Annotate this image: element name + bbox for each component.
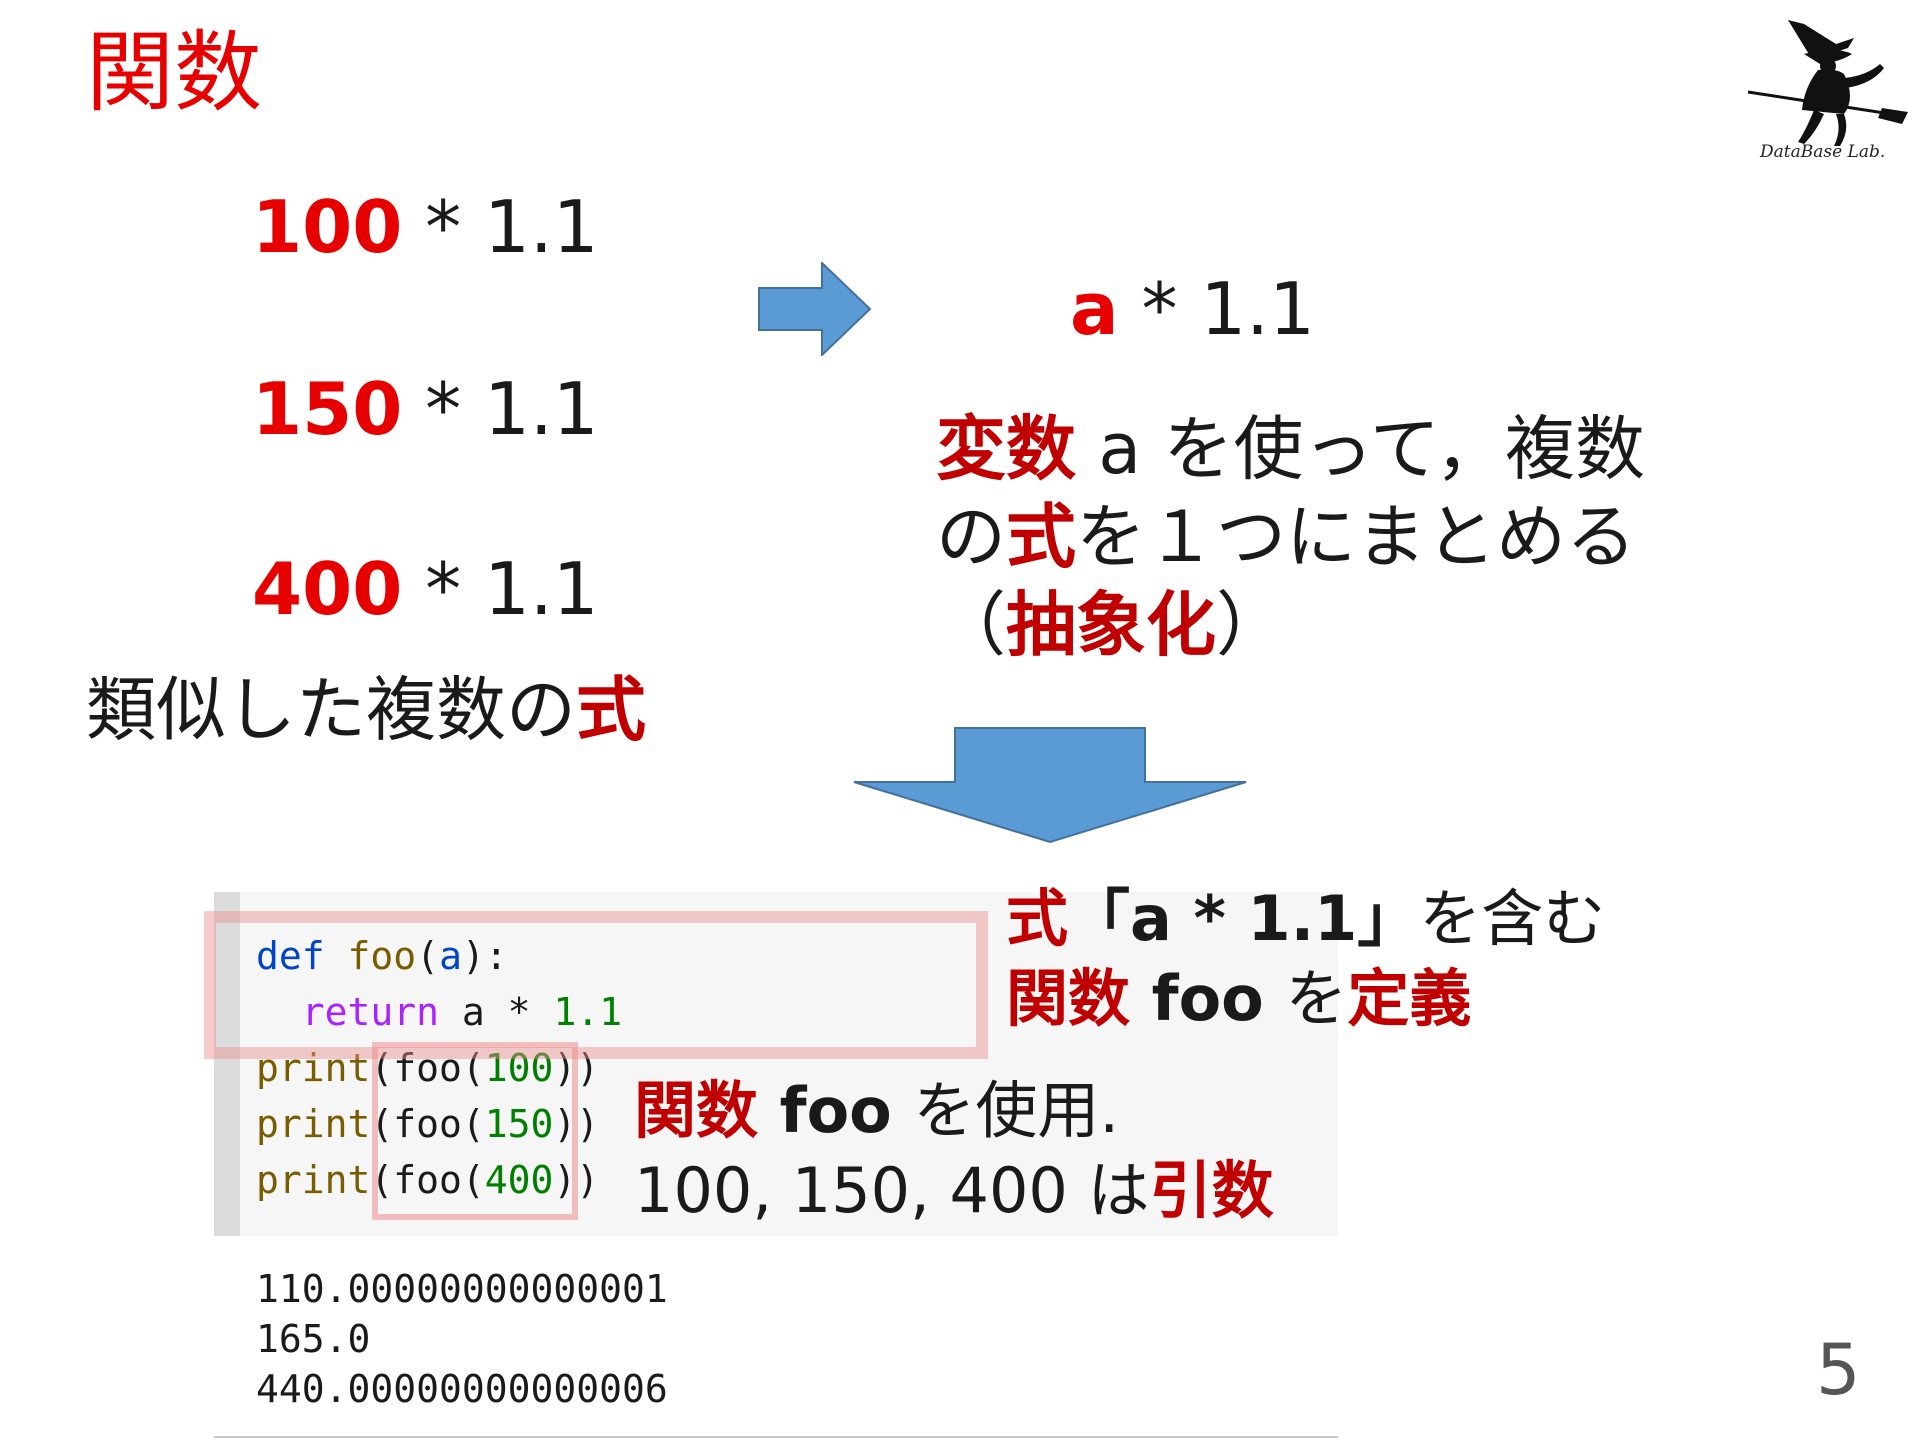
builtin-print: print [256,1158,371,1202]
note-define-function: 関数 foo を定義 [1006,960,1471,1038]
parameter-a: a [439,934,462,978]
abstraction-description-line1: 変数 a を使って，複数 [936,405,1645,493]
output-line: 165.0 [256,1317,371,1361]
down-arrow-icon [853,727,1247,844]
abstraction-description-line3: （抽象化） [936,581,1286,669]
expression-number: 100 [252,185,403,269]
code-text: a * [439,990,554,1034]
slide-title: 関数 [86,21,263,124]
code-number: 1.1 [553,990,623,1034]
expression-100: 100 * 1.1 [252,182,599,272]
code-cell[interactable] [214,892,1338,1236]
paren-close: ） [1216,584,1286,666]
builtin-print: print [256,1046,371,1090]
code-paren: ): [461,934,508,978]
term-expression: 式 [1006,882,1069,955]
expression-400: 400 * 1.1 [252,544,599,634]
caption-highlight: 式 [576,669,646,751]
term-function: 関数 [1006,962,1131,1035]
page-number: 5 [1816,1329,1861,1411]
output-line: 440.00000000000006 [256,1367,668,1411]
code-text: (foo( [370,1158,485,1202]
description-text: を１つにまとめる [1076,496,1636,578]
term-abstraction: 抽象化 [1006,584,1216,666]
function-name: foo [758,1074,914,1147]
function-name: foo [347,934,417,978]
note-text: を含む [1419,882,1606,955]
code-argument: 400 [484,1158,554,1202]
keyword-def: def [256,934,325,978]
expression-number: 400 [252,547,403,631]
variable-a: a [1070,267,1119,351]
code-line-print: print(foo(400)) [256,1152,599,1208]
function-call-highlight [372,1042,578,1220]
code-argument: 100 [484,1046,554,1090]
witch-logo-icon [1747,20,1908,146]
note-text: を [1285,962,1348,1035]
paren-open: （ [936,584,1006,666]
code-line-return: return a * 1.1 [256,984,622,1040]
note-text: 100, 150, 400 は [634,1154,1150,1227]
note-text: を使用. [913,1074,1120,1147]
caption-text: 類似した複数の [86,669,576,751]
expression-number: 150 [252,367,403,451]
builtin-print: print [256,1102,371,1146]
right-arrow-icon [758,262,872,356]
keyword-return: return [301,990,440,1034]
term-function: 関数 [634,1074,759,1147]
note-arguments: 100, 150, 400 は引数 [634,1152,1274,1230]
term-argument: 引数 [1149,1154,1274,1227]
abstract-expression: a * 1.1 [1070,264,1315,354]
quoted-expression: 「a * 1.1」 [1068,882,1420,955]
note-use-function: 関数 foo を使用. [634,1072,1119,1150]
code-argument: 150 [484,1102,554,1146]
logo-text: DataBase Lab. [1760,142,1886,162]
term-expression: 式 [1006,496,1076,578]
similar-expressions-caption: 類似した複数の式 [86,665,646,755]
term-define: 定義 [1347,962,1472,1035]
description-text: a を使って，複数 [1076,408,1645,490]
expression-rest: * 1.1 [402,547,599,631]
code-line-def: def foo(a): [256,928,508,984]
output-line: 110.00000000000001 [256,1267,668,1311]
term-variable: 変数 [936,408,1076,490]
abstract-expression-rest: * 1.1 [1118,267,1315,351]
note-contains-expression: 式「a * 1.1」を含む [1006,880,1605,958]
description-text: の [936,496,1006,578]
function-definition-highlight [204,911,988,1059]
function-name: foo [1130,962,1286,1035]
expression-rest: * 1.1 [402,367,599,451]
cell-gutter [214,892,240,1236]
code-text: (foo( [370,1046,485,1090]
code-text: (foo( [370,1102,485,1146]
expression-rest: * 1.1 [402,185,599,269]
abstraction-description-line2: の式を１つにまとめる [936,493,1636,581]
code-paren: ( [416,934,440,978]
expression-150: 150 * 1.1 [252,364,599,454]
output-divider [214,1436,1338,1438]
